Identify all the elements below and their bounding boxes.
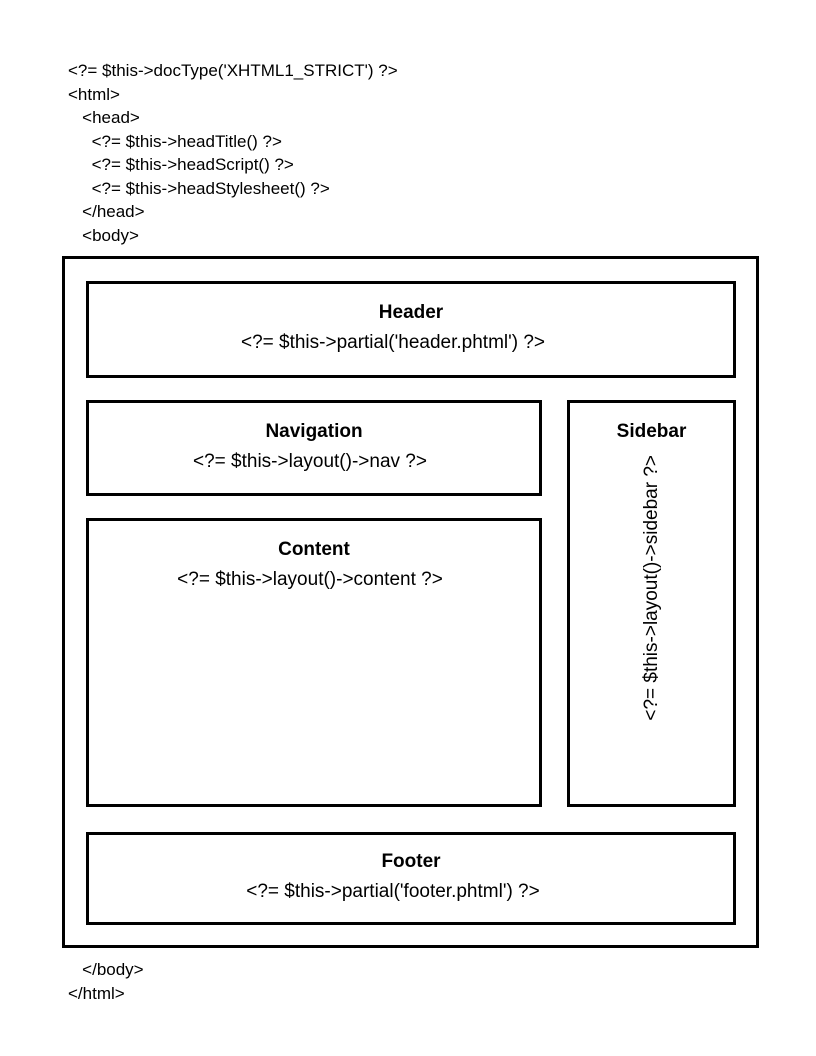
region-header-code: <?= $this->partial('header.phtml') ?> [240,332,546,353]
region-content-title: Content [278,539,350,560]
region-header-title: Header [378,302,444,323]
closing-tags-code-block: </body> </html> [68,960,144,1003]
region-navigation-code: <?= $this->layout()->nav ?> [193,451,427,472]
region-footer-title: Footer [381,851,441,872]
doctype-head-code-block: <?= $this->docType('XHTML1_STRICT') ?> <… [68,61,398,245]
region-header: Header <?= $this->partial('header.phtml'… [86,281,736,378]
region-navigation-title: Navigation [265,421,363,442]
region-sidebar-code: <?= $this->layout()->sidebar ?> [641,455,662,721]
region-sidebar-code-wrap: <?= $this->layout()->sidebar ?> [570,455,733,798]
region-sidebar-title: Sidebar [616,421,687,442]
region-navigation: Navigation <?= $this->layout()->nav ?> [86,400,542,496]
region-content: Content <?= $this->layout()->content ?> [86,518,542,807]
region-content-code: <?= $this->layout()->content ?> [177,569,443,590]
region-footer-code: <?= $this->partial('footer.phtml') ?> [246,881,540,902]
region-footer: Footer <?= $this->partial('footer.phtml'… [86,832,736,925]
region-sidebar: Sidebar <?= $this->layout()->sidebar ?> [567,400,736,807]
